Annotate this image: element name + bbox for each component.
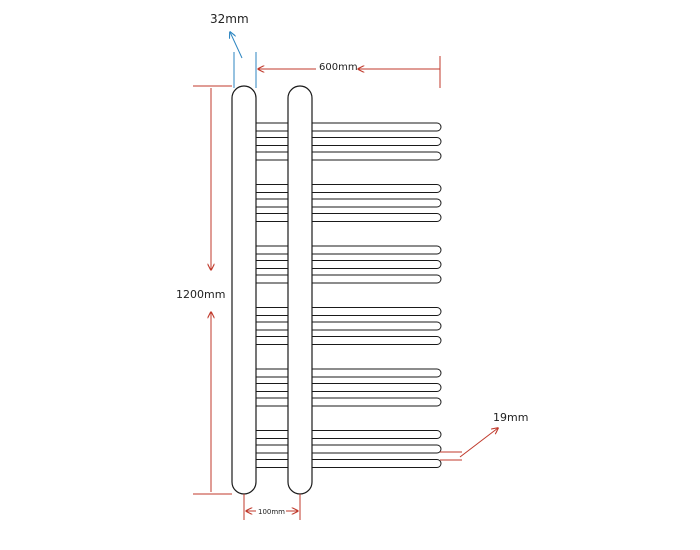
height-dimension: 1200mm	[176, 85, 232, 495]
towel-rail	[247, 274, 442, 284]
towel-rail	[247, 213, 442, 222]
pipe-diameter-label: 32mm	[210, 12, 249, 26]
rail-spacing-label: 100mm	[258, 508, 285, 516]
towel-rails	[247, 122, 442, 468]
rail-diameter-leader	[459, 428, 498, 458]
rail-diameter-dimension: 19mm	[440, 411, 528, 461]
towel-rail	[247, 122, 442, 132]
pipe-diameter-dimension: 32mm	[210, 12, 257, 88]
towel-rail	[247, 459, 442, 468]
width-label: 600mm	[319, 62, 358, 73]
towel-rail	[247, 397, 442, 407]
rail-diameter-label: 19mm	[493, 411, 528, 424]
towel-rail	[247, 430, 442, 439]
towel-rail	[247, 383, 442, 392]
towel-rail	[247, 336, 442, 345]
towel-rail	[247, 245, 442, 255]
towel-rail	[247, 198, 442, 208]
rail-spacing-dimension: 100mm	[243, 494, 301, 520]
towel-rail	[247, 137, 442, 146]
towel-rail	[247, 184, 442, 193]
width-dimension: 600mm	[258, 56, 441, 88]
pipe-diameter-leader	[230, 32, 243, 59]
towel-rail	[247, 307, 442, 316]
height-label: 1200mm	[176, 288, 225, 301]
towel-rail	[247, 444, 442, 454]
towel-rail	[247, 321, 442, 331]
right-vertical-pipe	[287, 85, 313, 495]
towel-rail	[247, 368, 442, 378]
towel-rail	[247, 151, 442, 161]
towel-rail	[247, 260, 442, 269]
left-vertical-pipe	[231, 85, 257, 495]
